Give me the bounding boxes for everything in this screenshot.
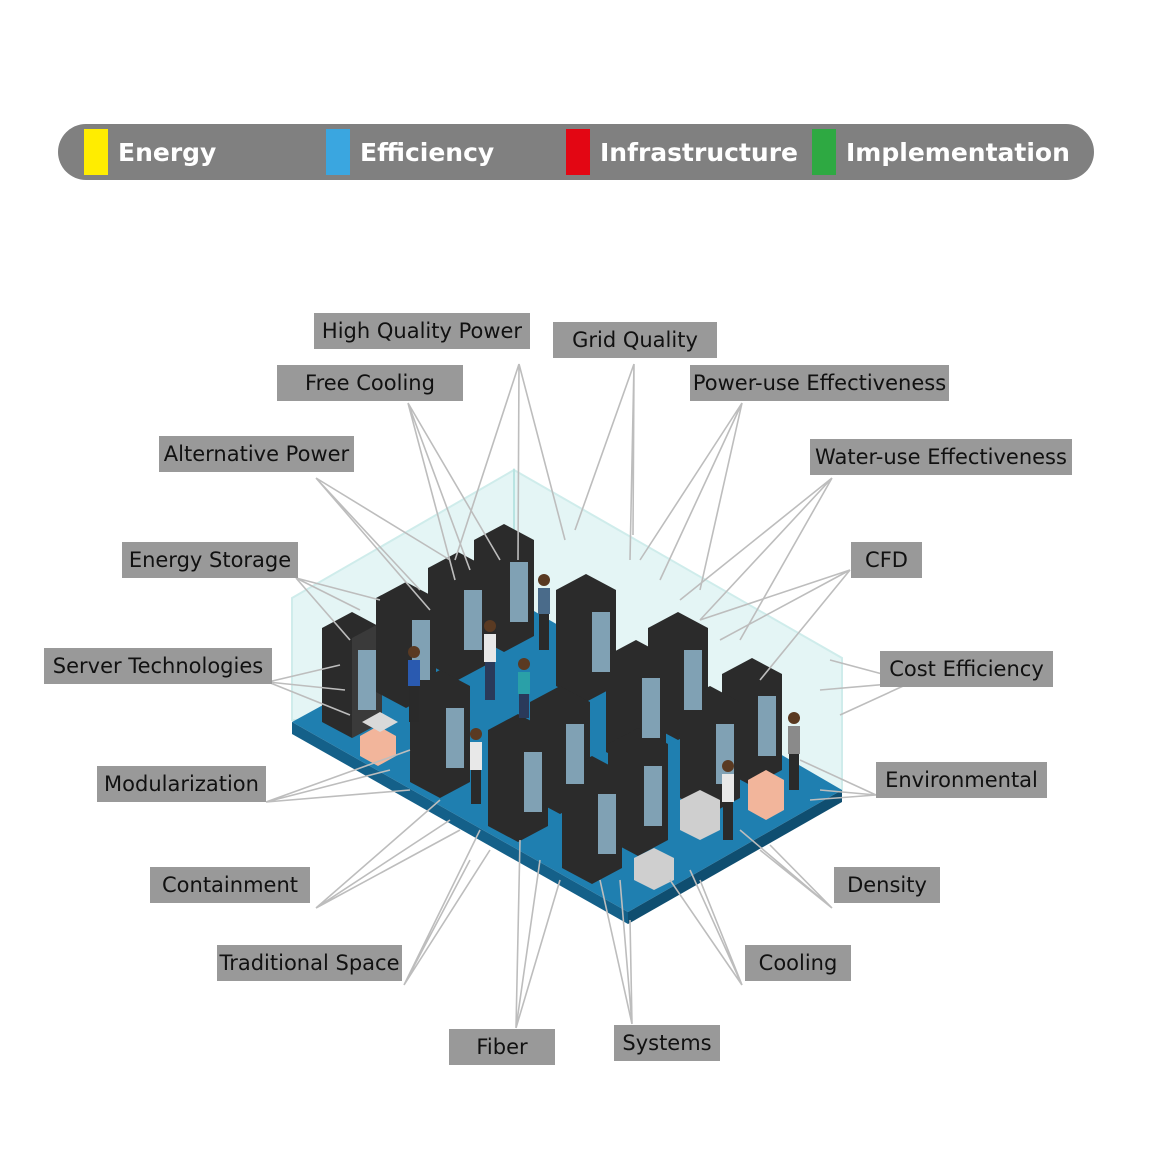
legend-label-implementation: Implementation	[846, 137, 1070, 167]
tag-energy-storage: Energy Storage	[122, 542, 298, 578]
tag-grid-quality: Grid Quality	[553, 322, 717, 358]
connector-lines	[265, 363, 913, 1029]
legend-item-efficiency: Efficiency	[326, 129, 494, 175]
tag-water-use-effectiveness: Water-use Effectiveness	[810, 439, 1072, 475]
legend-label-efficiency: Efficiency	[360, 137, 495, 167]
tag-systems: Systems	[614, 1025, 720, 1061]
legend-item-energy: Energy	[84, 129, 216, 175]
tag-cost-efficiency: Cost Efficiency	[880, 651, 1053, 687]
legend-label-infrastructure: Infrastructure	[600, 137, 798, 167]
legend-swatch-infrastructure	[566, 129, 590, 175]
legend-swatch-energy	[84, 129, 108, 175]
legend-bar: Energy Efficiency Infrastructure Impleme…	[58, 124, 1094, 180]
tag-cooling: Cooling	[745, 945, 851, 981]
tag-server-technologies: Server Technologies	[44, 648, 272, 684]
legend-item-infrastructure: Infrastructure	[566, 129, 798, 175]
legend-swatch-implementation	[812, 129, 836, 175]
tag-density: Density	[834, 867, 940, 903]
legend-swatch-efficiency	[326, 129, 350, 175]
tag-cfd: CFD	[851, 542, 922, 578]
server-racks	[322, 524, 782, 884]
tag-environmental: Environmental	[876, 762, 1047, 798]
technicians	[408, 574, 800, 840]
tag-containment: Containment	[150, 867, 310, 903]
legend-label-energy: Energy	[118, 137, 217, 167]
tag-free-cooling: Free Cooling	[277, 365, 463, 401]
tag-modularization: Modularization	[97, 766, 266, 802]
legend-item-implementation: Implementation	[812, 129, 1070, 175]
equipment-boxes	[360, 712, 784, 890]
tag-alternative-power: Alternative Power	[159, 436, 354, 472]
tag-high-quality-power: High Quality Power	[314, 313, 530, 349]
tag-traditional-space: Traditional Space	[217, 945, 402, 981]
tag-power-use-effectiveness: Power-use Effectiveness	[690, 365, 949, 401]
tag-fiber: Fiber	[449, 1029, 555, 1065]
